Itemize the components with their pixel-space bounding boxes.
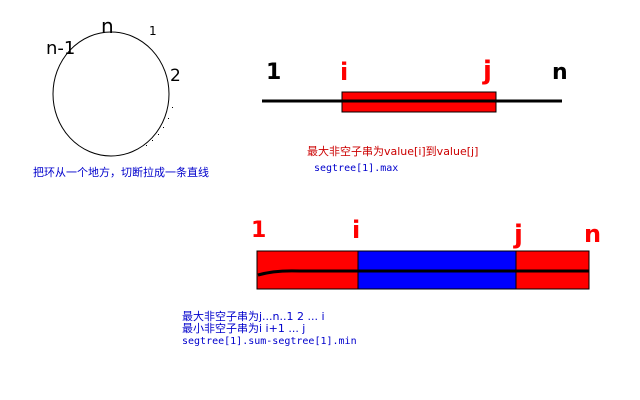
top-label-1: 1 [266,60,282,85]
bottom-caption-line2: 最小非空子串为i i+1 ... j [182,322,306,335]
top-label-i: i [340,58,349,86]
circle-label-n: n [101,14,114,38]
top-label-n: n [552,60,568,85]
cut-dots [146,107,173,146]
circle-label-1: 1 [149,24,157,38]
circle-caption: 把环从一个地方，切断拉成一条直线 [33,166,209,179]
top-caption-line2: segtree[1].max [314,163,399,174]
bottom-label-1: 1 [251,218,267,243]
bottom-caption-line1: 最大非空子串为j...n..1 2 ... i [182,310,325,323]
top-label-j: j [483,56,492,86]
bottom-label-j: j [514,220,523,250]
bottom-line [257,269,589,277]
bottom-label-n: n [584,220,602,248]
top-caption-line1: 最大非空子串为value[i]到value[j] [307,145,479,158]
ring-circle [52,31,170,157]
circle-label-n-1: n-1 [46,38,76,59]
bottom-label-i: i [352,216,361,244]
bottom-caption-line3: segtree[1].sum-segtree[1].min [182,336,357,347]
circle-label-2: 2 [170,66,181,86]
